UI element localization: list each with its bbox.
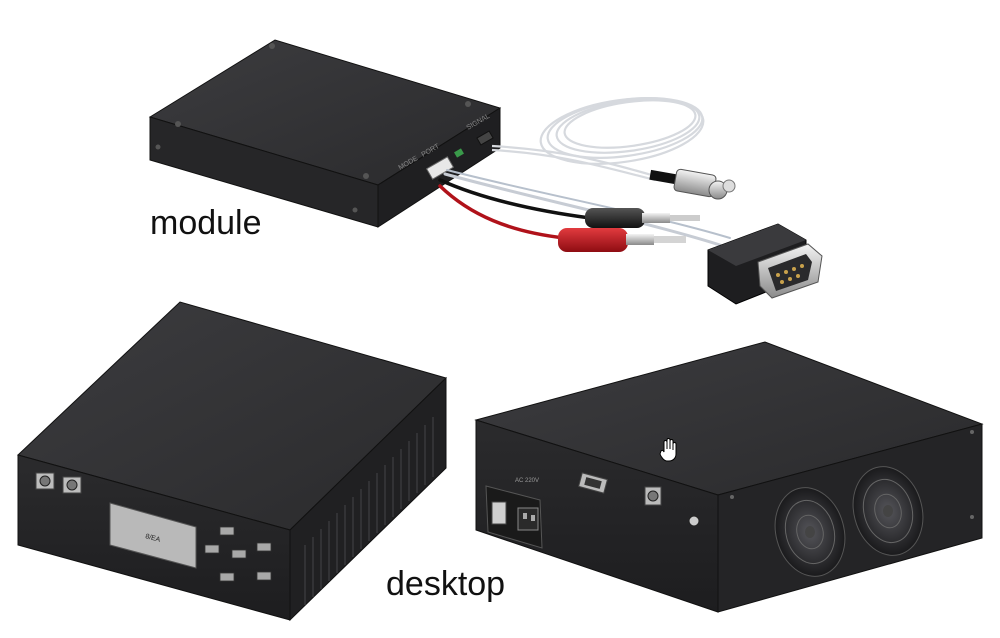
hand-cursor-icon (659, 438, 677, 462)
module-caption: module (150, 204, 262, 242)
module-unit: MODE PORT SIGNAL (148, 39, 502, 228)
db9-connector-icon (707, 223, 823, 305)
fiber-connector-icon (649, 168, 736, 200)
fan-icon (852, 466, 924, 556)
desktop-unit-rear: AC 220V (474, 341, 984, 613)
desktop-unit-front: 8/EA (17, 301, 447, 622)
lcd-text: 8/EA (144, 533, 161, 544)
power-label: AC 220V (515, 478, 539, 484)
fiber-cable (491, 97, 705, 182)
banana-plug-icon (558, 208, 700, 252)
desktop-caption: desktop (386, 565, 506, 603)
fan-icon (774, 487, 846, 577)
